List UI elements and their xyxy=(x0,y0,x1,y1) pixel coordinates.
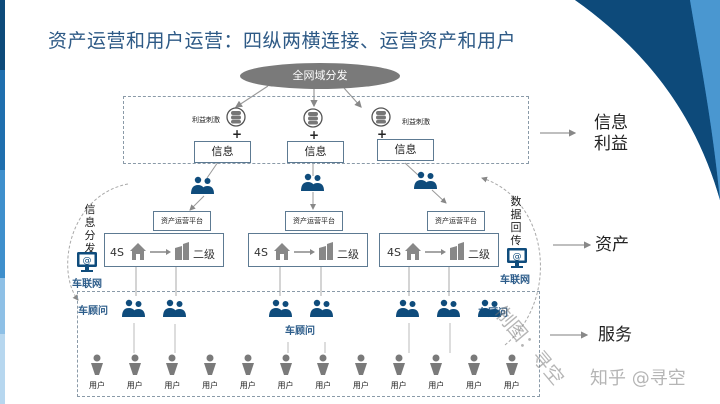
incentive-label-3: 利益刺激 xyxy=(402,118,430,126)
store-4s-label: 4S xyxy=(254,246,268,259)
user-icon xyxy=(166,354,179,375)
source-node-all-network: 全网域分发 xyxy=(240,63,400,89)
info-box-1: 信息 xyxy=(194,141,251,163)
coin-stack-icon xyxy=(226,107,246,127)
info-benefit-region xyxy=(123,96,529,164)
plus-sign: + xyxy=(232,127,243,141)
store-to-dealer-icon xyxy=(130,242,189,260)
left-accent-stripe xyxy=(0,0,5,404)
user-icon xyxy=(468,354,480,375)
store-to-dealer-icon xyxy=(405,242,464,260)
user-label: 用户 xyxy=(126,381,143,390)
advisor-group-icon xyxy=(269,299,292,317)
advisor-group-icon xyxy=(478,299,501,317)
telematics-label-left: 车联网 xyxy=(72,279,102,290)
store-4s-label: 4S xyxy=(387,246,401,259)
svg-text:@: @ xyxy=(83,256,92,266)
level-2-label: 二级 xyxy=(193,248,215,261)
service-region xyxy=(77,291,540,397)
plus-sign: + xyxy=(377,127,388,141)
asset-box-3: 4S 二级 xyxy=(379,233,499,267)
user-label: 用户 xyxy=(466,381,482,390)
advisor-group-icon xyxy=(437,299,460,317)
output-info-benefit: 信息 利益 xyxy=(594,113,628,155)
user-icon xyxy=(317,354,330,375)
user-icon xyxy=(505,354,518,375)
level-2-label: 二级 xyxy=(337,248,359,261)
user-label: 用户 xyxy=(428,381,445,390)
svg-text:@: @ xyxy=(513,252,522,262)
asset-box-1: 4S 二级 xyxy=(104,233,224,267)
user-label: 用户 xyxy=(315,381,332,390)
user-icon xyxy=(279,354,292,375)
asset-platform-label-1: 资产运营平台 xyxy=(153,211,211,231)
user-icon xyxy=(204,354,217,375)
store-to-dealer-icon xyxy=(274,242,333,260)
user-label: 用户 xyxy=(202,381,219,390)
user-label: 用户 xyxy=(89,381,105,390)
watermark-credit: 知乎 @寻空 xyxy=(590,368,686,389)
advisor-group-icon xyxy=(310,299,333,317)
advisor-group-icon xyxy=(396,299,419,317)
plus-sign: + xyxy=(309,128,320,142)
info-distribution-vertical-label: 信息分发 xyxy=(84,203,96,255)
output-assets-label: 资产 xyxy=(595,235,629,255)
output-benefit-label: 利益 xyxy=(594,134,628,154)
user-label: 用户 xyxy=(239,381,256,390)
level-2-label: 二级 xyxy=(468,248,490,261)
computer-at-icon: @ xyxy=(77,252,97,272)
asset-platform-label-2: 资产运营平台 xyxy=(285,211,343,231)
advisor-group-icon xyxy=(301,173,324,191)
user-icon xyxy=(91,354,103,375)
user-label: 用户 xyxy=(503,381,520,390)
incentive-label-1: 利益刺激 xyxy=(192,116,220,124)
user-icon xyxy=(354,354,367,375)
user-label: 用户 xyxy=(164,381,181,390)
user-icon xyxy=(430,354,443,375)
coin-stack-icon xyxy=(371,107,391,127)
output-info-label: 信息 xyxy=(594,113,628,133)
user-label: 用户 xyxy=(352,381,369,390)
user-label: 用户 xyxy=(277,381,294,390)
output-service-label: 服务 xyxy=(598,325,632,345)
data-return-vertical-label: 数据回传 xyxy=(510,195,522,247)
user-label: 用户 xyxy=(390,381,407,390)
page-title: 资产运营和用户运营：四纵两横连接、运营资产和用户 xyxy=(48,30,517,52)
info-box-3: 信息 xyxy=(377,139,434,161)
advisor-group-icon xyxy=(122,299,145,317)
user-icon xyxy=(241,354,254,375)
asset-platform-label-3: 资产运营平台 xyxy=(427,211,485,231)
info-box-2: 信息 xyxy=(287,141,344,163)
user-icon xyxy=(128,354,141,375)
advisor-group-icon xyxy=(163,299,186,317)
asset-box-2: 4S 二级 xyxy=(248,233,368,267)
advisor-group-icon xyxy=(191,176,214,194)
advisor-group-icon xyxy=(414,171,437,189)
user-icon xyxy=(392,354,405,375)
store-4s-label: 4S xyxy=(110,246,124,259)
computer-at-icon: @ xyxy=(507,248,527,268)
coin-stack-icon xyxy=(303,108,323,128)
car-advisor-label-1: 车顾问 xyxy=(78,306,108,317)
car-advisor-label-2: 车顾问 xyxy=(285,326,315,337)
telematics-label-right: 车联网 xyxy=(500,275,530,286)
